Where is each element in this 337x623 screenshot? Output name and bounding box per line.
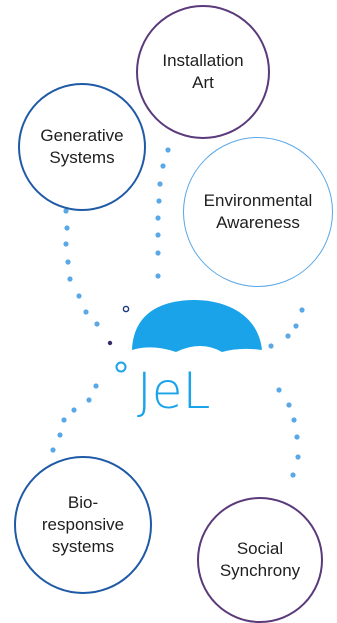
node-installation-art[interactable]: Installation Art xyxy=(136,5,270,139)
connector-dot xyxy=(71,407,77,413)
bubble-ring-icon xyxy=(122,305,130,313)
node-bio-responsive-systems[interactable]: Bio- responsive systems xyxy=(14,456,152,594)
connector-dot xyxy=(64,225,70,231)
node-label: Social Synchrony xyxy=(219,538,301,580)
connector-dot xyxy=(63,241,69,247)
connector-dot xyxy=(94,321,100,327)
connector-dot xyxy=(157,181,163,187)
connector-dot xyxy=(67,276,73,282)
node-label: Bio- responsive systems xyxy=(41,492,125,557)
connector-dot xyxy=(155,232,161,238)
connector-dot xyxy=(276,387,282,393)
connector-dot xyxy=(155,250,161,256)
connector-dot xyxy=(268,343,274,349)
connector-dot xyxy=(76,293,82,299)
connector-dot xyxy=(155,273,161,279)
connector-dot xyxy=(156,198,162,204)
jellyfish-logo-icon xyxy=(132,300,262,352)
connector-dot xyxy=(155,215,161,221)
connector-dot xyxy=(63,208,69,214)
node-social-synchrony[interactable]: Social Synchrony xyxy=(197,497,323,623)
connector-dot xyxy=(86,397,92,403)
node-label: Installation Art xyxy=(162,50,244,92)
connector-dot xyxy=(160,163,166,169)
connector-dot xyxy=(286,402,292,408)
connector-dot xyxy=(57,432,63,438)
connector-dot xyxy=(285,333,291,339)
connector-dot xyxy=(299,307,305,313)
connector-dot xyxy=(83,309,89,315)
node-environmental-awareness[interactable]: Environmental Awareness xyxy=(183,137,333,287)
connector-dot xyxy=(165,147,171,153)
node-label: Generative Systems xyxy=(40,125,124,167)
connector-dot xyxy=(61,417,67,423)
connector-dot xyxy=(291,417,297,423)
connector-dot xyxy=(93,383,99,389)
node-label: Environmental Awareness xyxy=(203,190,313,232)
logo-text: JeL xyxy=(137,362,210,420)
connector-dot xyxy=(290,472,296,478)
connector-dot xyxy=(293,323,299,329)
bubble-dot-icon xyxy=(107,340,113,346)
connector-dot xyxy=(50,447,56,453)
connector-dot xyxy=(295,454,301,460)
connector-dot xyxy=(294,434,300,440)
bubble-ring-large-icon xyxy=(115,361,127,373)
connector-dot xyxy=(65,259,71,265)
node-generative-systems[interactable]: Generative Systems xyxy=(18,83,146,211)
